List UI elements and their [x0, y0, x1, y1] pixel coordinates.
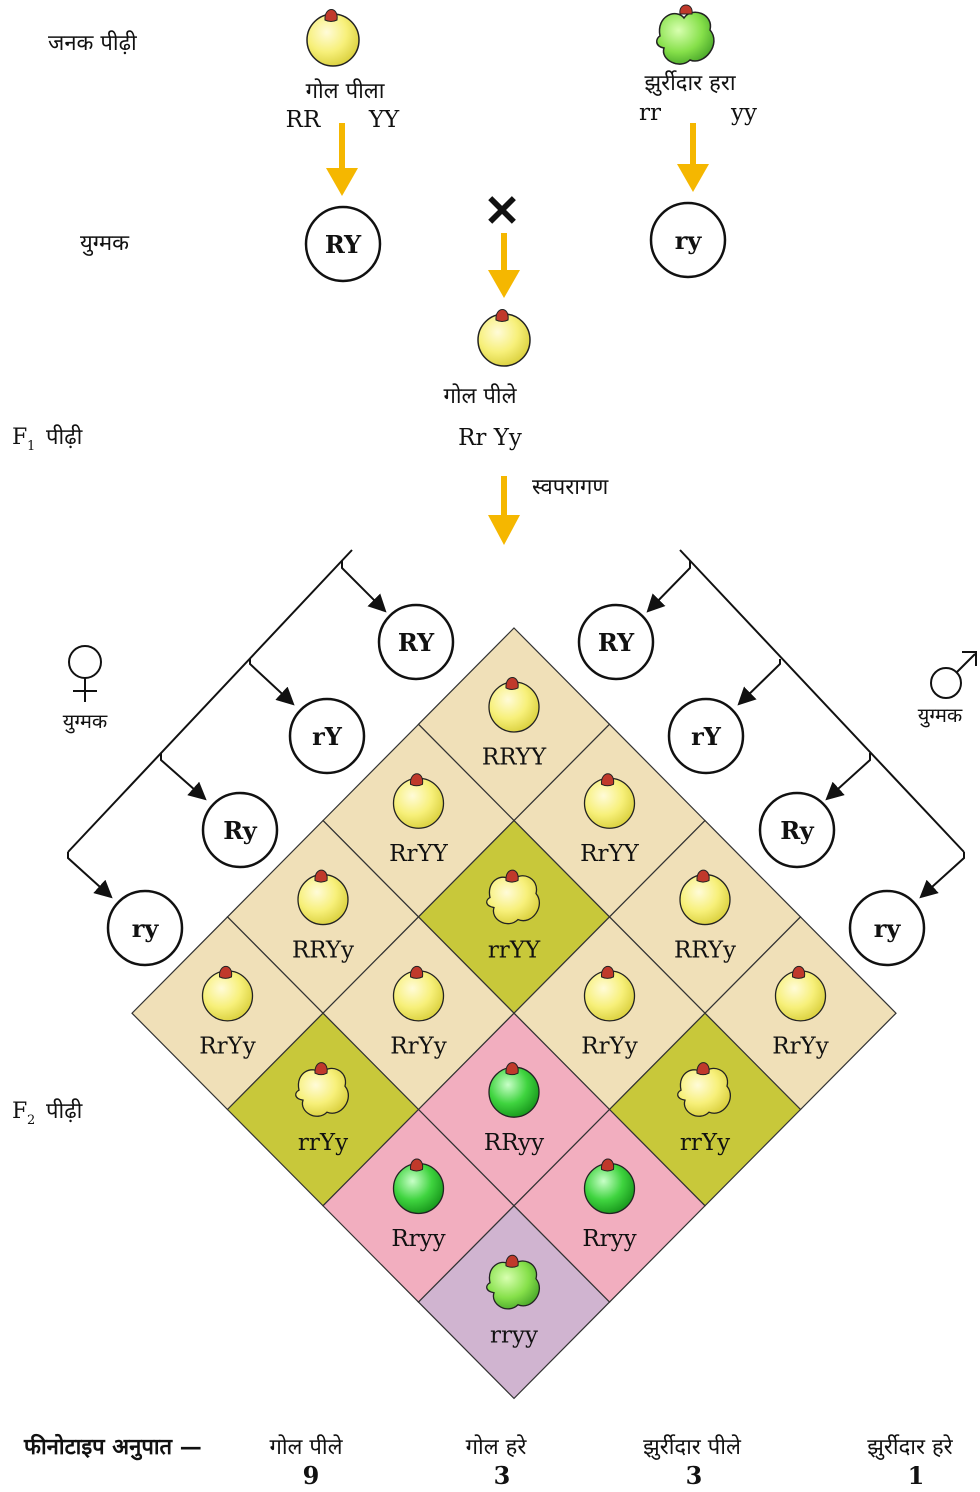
- punnett-genotype-label: RRyy: [484, 1130, 544, 1156]
- seed-icon: [295, 1062, 350, 1117]
- parent-left-name: गोल पीला: [306, 78, 385, 104]
- parent-right-name: झुर्रीदार हरा: [644, 70, 735, 96]
- parent-left-allele2: YY: [368, 107, 400, 133]
- parent-left-seed: [306, 9, 360, 67]
- punnett-genotype-label: Rryy: [582, 1226, 636, 1252]
- male-gamete-1: RY: [577, 603, 655, 681]
- punnett-genotype-label: RrYy: [390, 1034, 447, 1060]
- male-gamete-4-label: ry: [874, 914, 902, 943]
- female-gamete-2-label: rY: [312, 722, 343, 751]
- phenotype-ratio-items: गोल पीले 9 गोल हरे 3 झुर्रीदार पीले 3 झु…: [269, 1434, 953, 1490]
- punnett-genotype-label: RRYy: [674, 937, 736, 963]
- seed-icon: [774, 965, 827, 1022]
- punnett-genotype-label: RRYy: [292, 937, 354, 963]
- f1-letter: F: [12, 425, 27, 450]
- punnett-genotype-label: rrYy: [298, 1130, 348, 1156]
- phenotype-round-green-value: 3: [494, 1461, 511, 1490]
- male-gamete-2-label: rY: [691, 722, 722, 751]
- female-gamete-3: Ry: [201, 791, 279, 869]
- phenotype-round-green-name: गोल हरे: [466, 1434, 528, 1460]
- phenotype-wrinkled-yellow-value: 3: [686, 1461, 703, 1490]
- seed-icon: [583, 1158, 636, 1215]
- female-gamete-1-label: RY: [398, 628, 435, 657]
- punnett-cell-rryy-3-3: rryy: [417, 1204, 611, 1400]
- male-gamete-2: rY: [667, 697, 745, 775]
- male-symbol-icon: [930, 651, 977, 699]
- arrow-self-pollination: [488, 476, 520, 545]
- seed-icon: [677, 1062, 732, 1117]
- seed-icon: [392, 965, 445, 1022]
- female-gamete-3-label: Ry: [223, 816, 258, 845]
- f1-seed: [477, 309, 531, 367]
- seed-icon: [679, 869, 731, 926]
- female-gamete-4-label: ry: [132, 914, 160, 943]
- self-pollination-label: स्वपरागण: [532, 475, 609, 500]
- male-gamete-branches: [646, 549, 965, 899]
- f1-subscript: 1: [27, 439, 35, 454]
- seed-icon: [488, 1062, 540, 1118]
- seed-icon: [297, 869, 349, 926]
- f1-genotype: Rr Yy: [458, 425, 522, 451]
- parent-right-allele1: rr: [639, 100, 661, 126]
- f2-letter: F: [12, 1099, 27, 1124]
- phenotype-wrinkled-yellow-name: झुर्रीदार पीले: [643, 1434, 742, 1460]
- phenotype-wrinkled-green-value: 1: [908, 1461, 925, 1490]
- seed-icon: [583, 773, 636, 829]
- punnett-genotype-label: RRYY: [482, 745, 547, 771]
- punnett-genotype-label: RrYY: [580, 841, 639, 867]
- gamete-circles: RY rY Ry ry RY rY Ry ry: [106, 603, 926, 967]
- f1-name: गोल पीले: [443, 383, 517, 409]
- female-symbol-icon: [68, 645, 102, 702]
- seed-icon: [488, 676, 540, 733]
- male-gamete-3-label: Ry: [780, 816, 815, 845]
- arrow-left-parent-to-gamete: [326, 123, 358, 196]
- punnett-genotype-label: rrYy: [680, 1130, 730, 1156]
- female-gamete-1: RY: [377, 603, 455, 681]
- punnett-genotype-label: rryy: [490, 1323, 538, 1349]
- f1-generation-label: F 1 पीढ़ी: [12, 424, 83, 454]
- f2-subscript: 2: [27, 1113, 35, 1128]
- seed-icon: [486, 1254, 541, 1310]
- punnett-genotype-label: Rryy: [391, 1226, 445, 1252]
- phenotype-round-yellow-value: 9: [303, 1461, 320, 1490]
- male-gamete-4: ry: [848, 889, 926, 967]
- punnett-genotype-label: rrYY: [488, 937, 541, 963]
- parent-right-allele2: yy: [730, 100, 757, 126]
- female-gamete-2: rY: [288, 697, 366, 775]
- male-gamete-3: Ry: [758, 791, 836, 869]
- arrow-cross-to-f1: [488, 233, 520, 298]
- gamete-right-parent-label: ry: [675, 226, 703, 255]
- gamete-left-parent: RY: [304, 205, 382, 283]
- arrow-right-parent-to-gamete: [677, 123, 709, 192]
- f2-suffix: पीढ़ी: [46, 1098, 83, 1124]
- f1-suffix: पीढ़ी: [46, 424, 83, 450]
- parent-generation-label: जनक पीढ़ी: [48, 30, 137, 56]
- seed-icon: [392, 773, 445, 829]
- seed-icon: [392, 1158, 445, 1215]
- male-gametes-label: युग्मक: [918, 703, 963, 728]
- gamete-right-parent: ry: [649, 201, 727, 279]
- female-gametes-label: युग्मक: [63, 709, 108, 734]
- punnett-genotype-label: RrYY: [389, 841, 448, 867]
- f2-generation-label: F 2 पीढ़ी: [12, 1098, 83, 1128]
- phenotype-round-yellow-name: गोल पीले: [269, 1434, 343, 1460]
- punnett-genotype-label: RrYy: [199, 1034, 256, 1060]
- cross-symbol: ✕: [484, 186, 521, 237]
- phenotype-wrinkled-green-name: झुर्रीदार हरे: [867, 1434, 953, 1460]
- punnett-genotype-label: RrYy: [581, 1034, 638, 1060]
- gametes-label: युग्मक: [80, 231, 130, 256]
- gamete-left-parent-label: RY: [325, 230, 362, 259]
- male-gamete-1-label: RY: [598, 628, 635, 657]
- seed-icon: [486, 869, 541, 925]
- punnett-genotype-label: RrYy: [772, 1034, 829, 1060]
- female-gamete-branches: [67, 549, 387, 899]
- seed-icon: [201, 965, 254, 1022]
- parent-left-allele1: RR: [286, 107, 321, 133]
- female-gamete-4: ry: [106, 889, 184, 967]
- parent-right-seed: [656, 4, 715, 65]
- seed-icon: [583, 965, 636, 1022]
- phenotype-ratio-title: फीनोटाइप अनुपात —: [23, 1433, 202, 1461]
